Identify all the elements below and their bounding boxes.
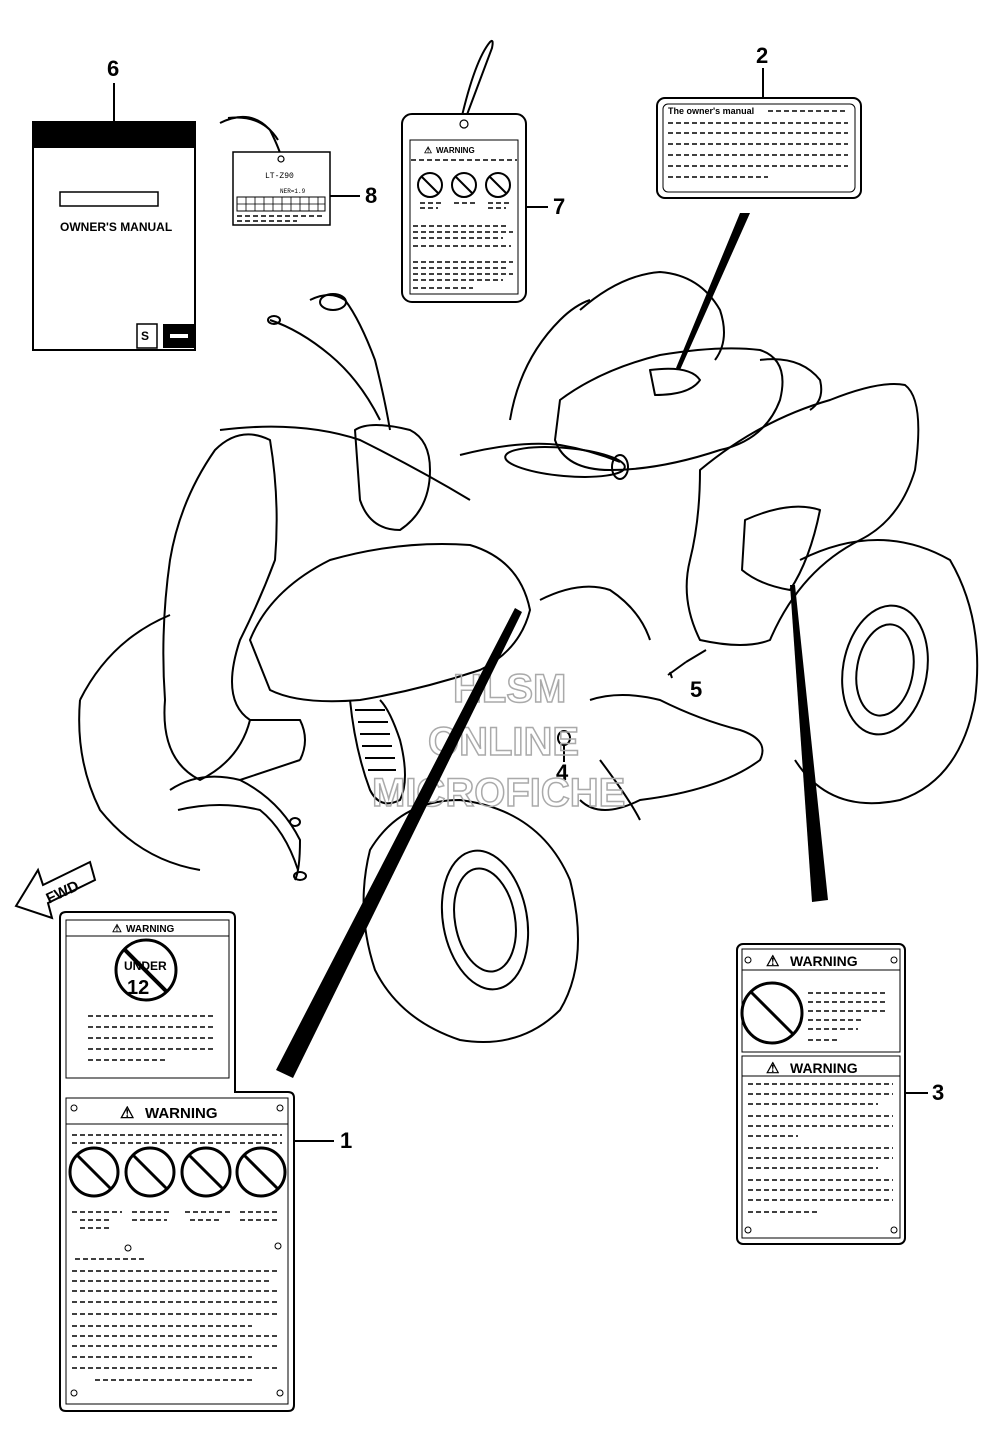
callout-5: 5 xyxy=(690,677,702,702)
tag-ner: NER=1.9 xyxy=(280,188,306,195)
callout-8: 8 xyxy=(365,183,377,208)
suzuki-logo-icon: S xyxy=(141,329,149,343)
hanging-warning-tag[interactable]: ⚠ WARNING xyxy=(401,39,527,303)
warning-label-1[interactable]: ⚠ WARNING UNDER 12 ⚠ WARNING xyxy=(59,911,295,1412)
prohibition-icon xyxy=(740,981,804,1045)
tag7-warning: WARNING xyxy=(436,146,475,155)
leader-1 xyxy=(276,608,522,1078)
atv-body xyxy=(78,271,979,1043)
svg-text:MICROFICHE: MICROFICHE xyxy=(372,771,625,815)
fwd-arrow: FWD xyxy=(14,860,97,920)
callout-1: 1 xyxy=(340,1128,352,1153)
tag-model: LT-Z90 xyxy=(265,172,294,181)
warning-triangle-icon: ⚠ xyxy=(120,1105,134,1122)
manual-title: OWNER'S MANUAL xyxy=(60,220,172,234)
label1a-warning: WARNING xyxy=(126,924,175,935)
warning-triangle-icon: ⚠ xyxy=(766,953,780,970)
leader-2 xyxy=(676,213,750,370)
warning-triangle-icon: ⚠ xyxy=(112,923,122,935)
callout-6: 6 xyxy=(107,56,119,81)
warning-triangle-icon: ⚠ xyxy=(424,145,432,155)
callout-2: 2 xyxy=(756,43,768,68)
label3b-warning: WARNING xyxy=(790,1060,858,1076)
label3a-warning: WARNING xyxy=(790,953,858,969)
label1b-warning: WARNING xyxy=(145,1105,218,1122)
leader-3 xyxy=(790,585,828,902)
hang-tag-lt-z90[interactable]: LT-Z90 NER=1.9 xyxy=(219,115,331,226)
callout-7: 7 xyxy=(553,194,565,219)
label2-heading: The owner's manual xyxy=(668,106,754,116)
callout-3: 3 xyxy=(932,1080,944,1105)
part-5-pin[interactable] xyxy=(667,661,687,679)
warning-label-3[interactable]: ⚠ WARNING ⚠ WARNING xyxy=(736,943,906,1245)
owners-manual[interactable]: OWNER'S MANUAL S xyxy=(32,121,196,351)
prohibition-icon xyxy=(124,1146,176,1198)
under-12-prohibition-icon xyxy=(114,938,178,1002)
prohibition-icon xyxy=(417,172,443,198)
prohibition-icon xyxy=(451,172,477,198)
prohibition-icon xyxy=(180,1146,232,1198)
warning-triangle-icon: ⚠ xyxy=(766,1060,780,1077)
under12-bottom: 12 xyxy=(127,977,149,999)
prohibition-icon xyxy=(68,1146,120,1198)
under12-top: UNDER xyxy=(124,959,167,973)
label-owners-manual[interactable]: The owner's manual xyxy=(656,97,862,199)
prohibition-icon xyxy=(235,1146,287,1198)
callout-4: 4 xyxy=(556,760,569,785)
prohibition-icon xyxy=(485,172,511,198)
